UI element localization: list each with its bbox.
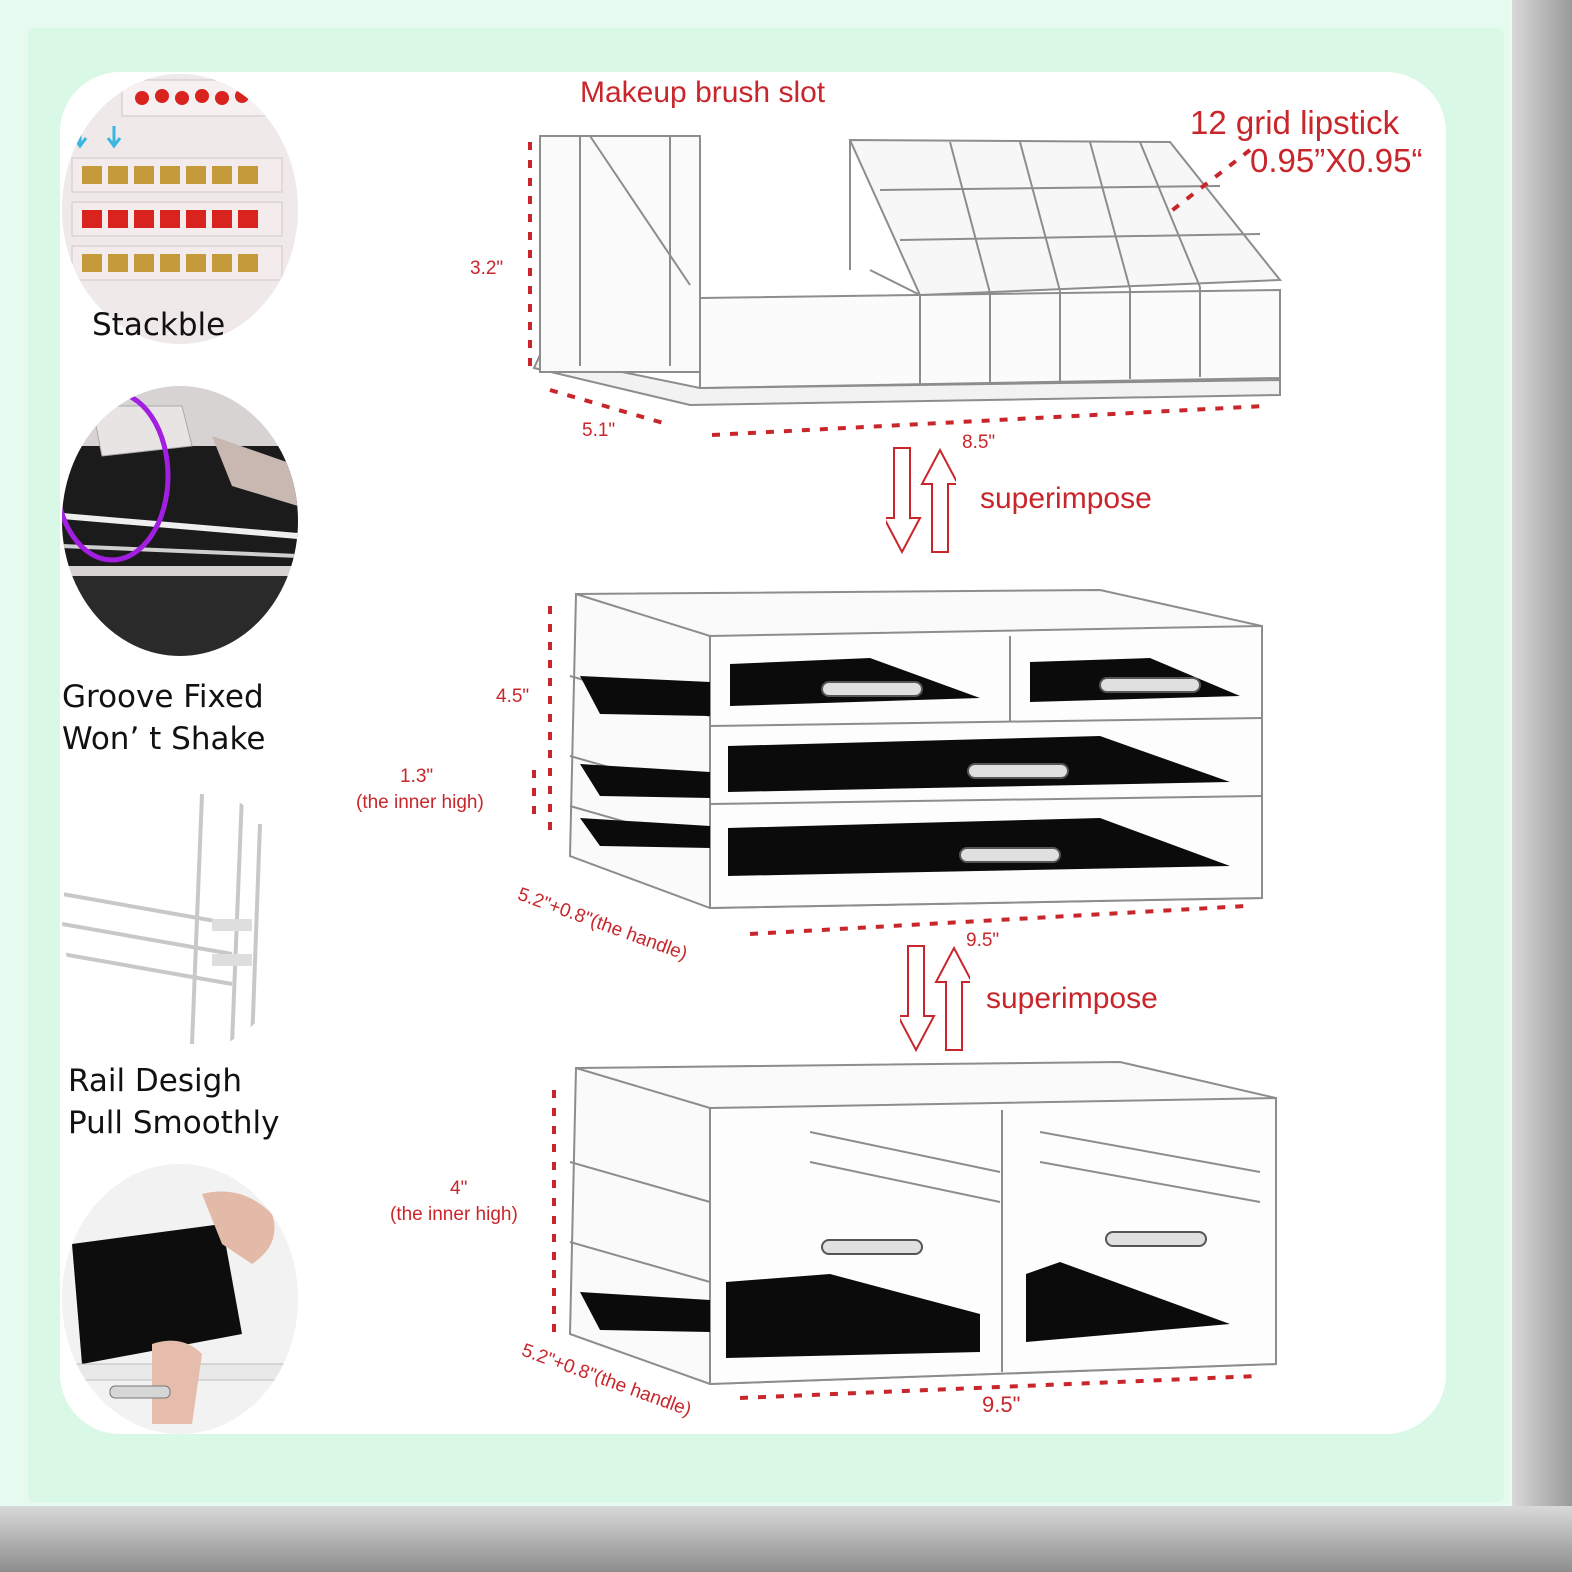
bottom-width-label: 9.5"	[982, 1392, 1021, 1417]
superimpose-label-2: superimpose	[986, 982, 1158, 1015]
two-drawer-organizer-photo	[540, 1060, 1280, 1402]
top-depth-label: 5.1"	[582, 420, 616, 441]
bottom-inner-high-note: (the inner high)	[390, 1204, 518, 1225]
feature-caption-groove: Groove Fixed Won’ t Shake	[62, 679, 266, 757]
frame-shadow-bottom	[0, 1506, 1572, 1572]
four-drawer-organizer-photo	[532, 586, 1270, 936]
lipstick-grid-label: 12 grid lipstick	[1190, 104, 1400, 141]
middle-inner-high-value: 1.3"	[400, 766, 434, 787]
middle-inner-high-note: (the inner high)	[356, 792, 484, 813]
lipstick-brush-organizer-photo	[520, 130, 1300, 440]
rail-detail-photo	[62, 784, 298, 1054]
feature-caption-stackable: Stackble	[92, 307, 226, 343]
velvet-liner-photo	[62, 1164, 298, 1434]
brush-slot-label: Makeup brush slot	[580, 76, 826, 109]
superimpose-arrows-icon-2	[900, 944, 970, 1054]
top-width-label: 8.5"	[962, 432, 996, 453]
lipstick-grid-size-label: 0.95”X0.95“	[1250, 142, 1423, 179]
middle-width-label: 9.5"	[966, 930, 1000, 951]
superimpose-arrows-icon	[886, 446, 956, 556]
frame-shadow-right	[1512, 0, 1572, 1572]
stacked-lipstick-trays-photo	[62, 74, 298, 344]
feature-caption-rail: Rail Desigh Pull Smoothly	[68, 1063, 280, 1141]
groove-detail-photo	[62, 386, 298, 656]
middle-height-label: 4.5"	[496, 686, 530, 707]
superimpose-label-1: superimpose	[980, 482, 1152, 515]
top-height-label: 3.2"	[470, 258, 504, 279]
bottom-inner-high-value: 4"	[450, 1178, 468, 1199]
